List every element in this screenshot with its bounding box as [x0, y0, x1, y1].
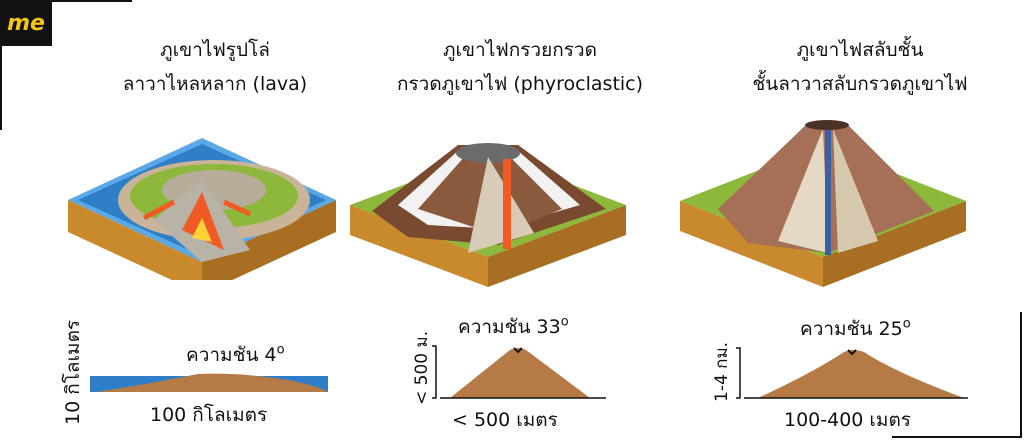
title-shield: ภูเขาไฟรูปโล่ ลาวาไหลหลาก (lava) [90, 33, 340, 101]
shield-volcano-illustration [68, 138, 336, 280]
cinder-slope-text: ความชัน 33 [458, 316, 561, 338]
title-strato-line1: ภูเขาไฟสลับชั้น [796, 39, 924, 61]
frame-line-bottom [892, 436, 1022, 438]
cinder-profile [432, 345, 606, 399]
shield-profile [90, 373, 328, 392]
strato-height-label: 1-4 กม. [712, 341, 732, 402]
cinder-height-label: < 500 ม. [412, 330, 432, 405]
cinder-cone-illustration [350, 143, 626, 287]
title-shield-line2: ลาวาไหลหลาก (lava) [122, 73, 308, 95]
frame-line-right [1020, 312, 1022, 438]
brand-logo-text: me [7, 10, 45, 36]
shield-height-label: 10 กิโลเมตร [62, 319, 84, 425]
title-strato: ภูเขาไฟสลับชั้น ชั้นลาวาสลับกรวดภูเขาไฟ [715, 33, 1005, 101]
title-cinder-line2: กรวดภูเขาไฟ (phyroclastic) [396, 73, 644, 95]
frame-line-top [52, 0, 132, 2]
title-strato-line2: ชั้นลาวาสลับกรวดภูเขาไฟ [752, 73, 968, 95]
strato-slope-label: ความชัน 25o [800, 314, 911, 344]
title-cinder-line1: ภูเขาไฟกรวยกรวด [443, 39, 597, 61]
title-cinder: ภูเขาไฟกรวยกรวด กรวดภูเขาไฟ (phyroclasti… [370, 33, 670, 101]
shield-slope-degree: o [276, 342, 285, 358]
shield-slope-label: ความชัน 4o [186, 340, 285, 370]
frame-line-left [0, 46, 2, 130]
strato-width-label: 100-400 เมตร [784, 409, 911, 431]
cinder-slope-label: ความชัน 33o [458, 312, 569, 342]
cinder-width-label: < 500 เมตร [452, 409, 558, 431]
strato-slope-degree: o [902, 316, 911, 332]
cinder-slope-degree: o [560, 314, 569, 330]
strato-slope-text: ความชัน 25 [800, 318, 903, 340]
shield-width-label: 100 กิโลเมตร [150, 404, 268, 426]
brand-logo: me [0, 0, 52, 46]
title-shield-line1: ภูเขาไฟรูปโล่ [160, 39, 270, 61]
stratovolcano-illustration [680, 120, 966, 287]
strato-profile [736, 347, 968, 399]
shield-slope-text: ความชัน 4 [186, 344, 277, 366]
